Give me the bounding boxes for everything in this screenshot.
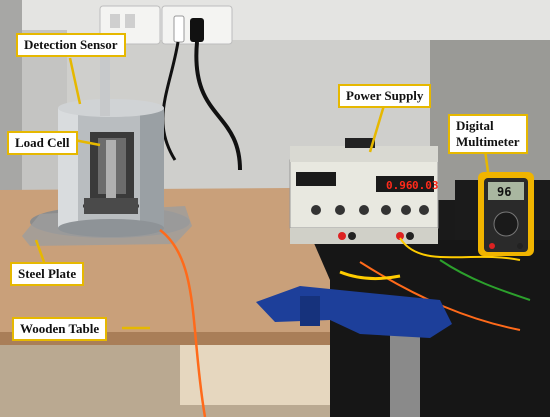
label-digital-line2: Multimeter (456, 134, 520, 149)
blue-clamp (256, 286, 452, 417)
power-supply-unit (289, 138, 439, 244)
label-steel-plate: Steel Plate (10, 262, 85, 286)
label-load-cell: Load Cell (7, 131, 78, 155)
psu-display-right: 0.03 (412, 179, 439, 192)
label-digital-multimeter: Digital Multimeter (448, 114, 528, 154)
orange-wire (159, 229, 207, 417)
label-power-supply: Power Supply (338, 84, 432, 108)
wall-sockets (99, 5, 233, 45)
threaded-rod (100, 56, 110, 116)
label-wooden-table: Wooden Table (12, 317, 108, 341)
power-cable (194, 41, 242, 171)
multimeter-display: 96 (497, 185, 511, 199)
digital-multimeter-body (478, 172, 534, 256)
psu-display-left: 0.96 (386, 179, 413, 192)
label-detection-sensor: Detection Sensor (16, 33, 126, 57)
label-digital-line1: Digital (456, 118, 494, 133)
